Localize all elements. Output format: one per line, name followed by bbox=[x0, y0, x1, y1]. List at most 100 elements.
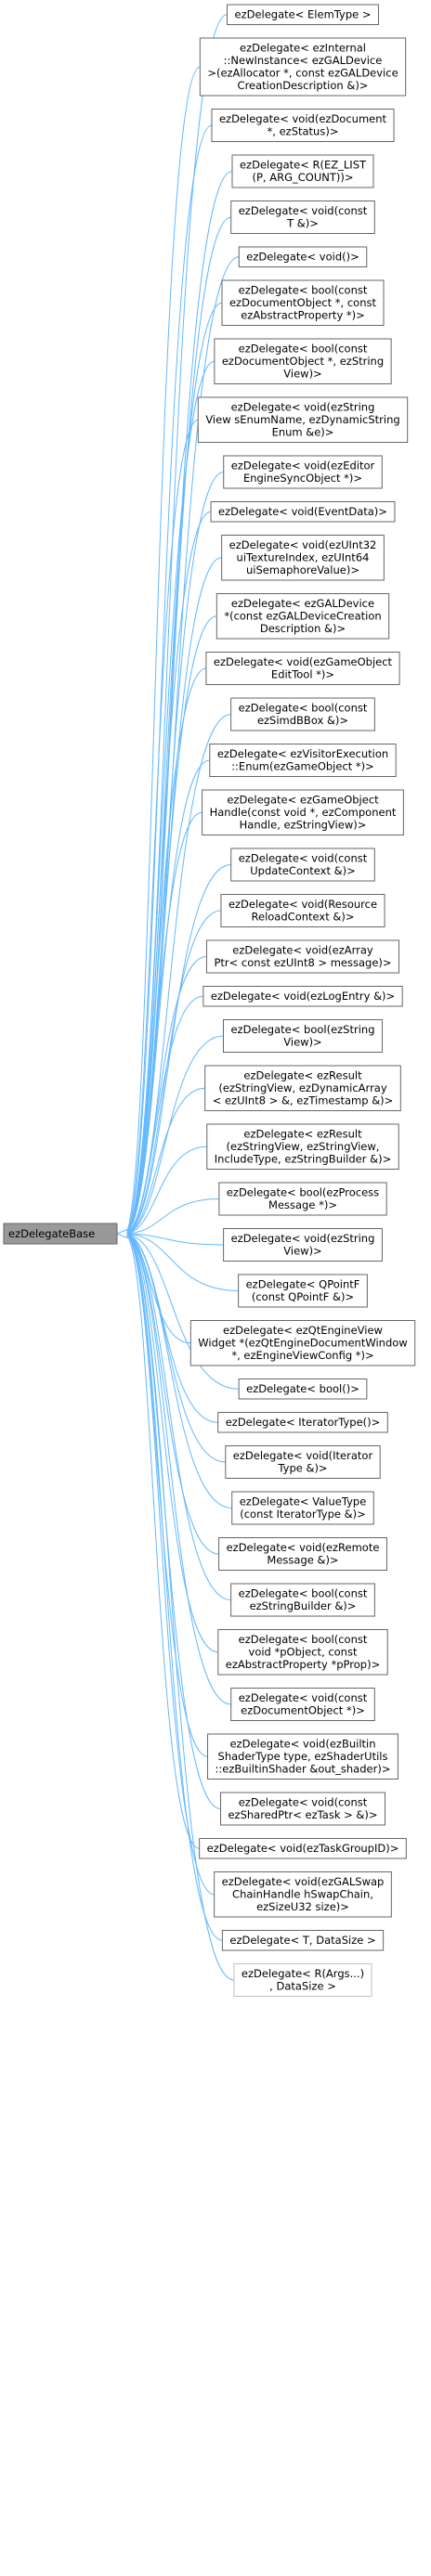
class-node-label-line: ezDelegate< void(ezLogEntry &)> bbox=[211, 990, 395, 1003]
class-node[interactable]: ezDelegate< IteratorType()> bbox=[217, 1412, 388, 1433]
class-node[interactable]: ezDelegate< bool(const ezSimdBBox &)> bbox=[230, 697, 375, 731]
class-node[interactable]: ezDelegate< ezGALDevice *(const ezGALDev… bbox=[216, 593, 390, 640]
inheritance-edge bbox=[124, 1233, 200, 1849]
class-node-box bbox=[230, 848, 375, 882]
class-node-label-line: ezDelegate< void(ezUInt32 bbox=[229, 538, 377, 551]
class-node[interactable]: ezDelegate< void(const ezSharedPtr< ezTa… bbox=[219, 1792, 386, 1826]
class-node[interactable]: ezDelegate< bool(ezStringView)> bbox=[222, 1019, 384, 1053]
class-node[interactable]: ezDelegate< ezResult(ezStringView, ezStr… bbox=[206, 1123, 399, 1170]
class-node-box bbox=[225, 1445, 381, 1479]
class-node[interactable]: ezDelegate< bool(const ezStringBuilder &… bbox=[230, 1583, 375, 1617]
inheritance-edge bbox=[124, 1233, 224, 1246]
class-node-box bbox=[199, 1838, 407, 1859]
class-node-box bbox=[238, 1274, 368, 1308]
inheritance-edge bbox=[124, 124, 213, 1235]
base-class-node: ezDelegateBase bbox=[3, 1223, 118, 1245]
class-node[interactable]: ezDelegate< void(IteratorType &)> bbox=[225, 1445, 381, 1479]
class-node-label-line: void *pObject, const bbox=[249, 1646, 358, 1659]
class-node-label-line: *, ezEngineViewConfig *)> bbox=[231, 1349, 373, 1362]
class-node-box bbox=[231, 1491, 374, 1525]
class-node-label-line: ezDelegate< ezResult bbox=[243, 1069, 362, 1082]
class-node[interactable]: ezDelegate< void(ezUInt32 uiTextureIndex… bbox=[221, 535, 385, 581]
class-node[interactable]: ezDelegate< ezVisitorExecution::Enum(ezG… bbox=[209, 744, 397, 777]
class-node-box bbox=[230, 201, 375, 234]
class-node[interactable]: ezDelegate< void(ezLogEntry &)> bbox=[202, 986, 403, 1007]
class-node[interactable]: ezDelegate< ValueType(const IteratorType… bbox=[231, 1491, 374, 1525]
class-node[interactable]: ezDelegate< void(const ezDocumentObject … bbox=[230, 1688, 375, 1721]
inheritance-edge bbox=[124, 995, 203, 1235]
class-node[interactable]: ezDelegate< void(ezTaskGroupID)> bbox=[199, 1838, 407, 1859]
inheritance-edges bbox=[115, 14, 240, 1981]
class-node-label-line: ezDelegate< ezQtEngineView bbox=[223, 1324, 383, 1337]
class-node-box bbox=[199, 37, 407, 97]
class-node-label-line: ezDelegate< bool(const bbox=[239, 343, 368, 356]
class-node-label-line: ezDelegate< bool(const bbox=[239, 1587, 368, 1600]
class-node[interactable]: ezDelegate< void(EventData)> bbox=[210, 501, 396, 523]
class-node-label-line: ezDelegate< ezResult bbox=[243, 1128, 362, 1141]
class-node-box bbox=[222, 1019, 384, 1053]
class-node[interactable]: ezDelegate< bool()> bbox=[238, 1379, 368, 1400]
class-node-box bbox=[202, 986, 403, 1007]
class-node[interactable]: ezDelegate< QPointF(const QPointF &)> bbox=[238, 1274, 368, 1308]
class-node[interactable]: ezDelegate< ezInternal::NewInstance< ezG… bbox=[199, 37, 407, 97]
class-node-label-line: *(const ezGALDeviceCreation bbox=[224, 610, 381, 623]
class-node-box bbox=[207, 1733, 398, 1780]
class-node-box bbox=[231, 154, 374, 188]
class-node[interactable]: ezDelegate< ElemType > bbox=[227, 4, 379, 25]
class-node-label-line: ::ezBuiltinShader &out_shader)> bbox=[216, 1763, 391, 1776]
class-node-label-line: ezDelegate< void(const bbox=[239, 204, 368, 217]
class-node[interactable]: ezDelegate< void()> bbox=[238, 246, 368, 267]
class-node[interactable]: ezDelegate< T, DataSize > bbox=[221, 1930, 385, 1951]
inheritance-edge bbox=[124, 759, 210, 1235]
class-node-label-line: , DataSize > bbox=[269, 1980, 336, 1993]
class-node[interactable]: ezDelegate< void(ezDocument *, ezStatus)… bbox=[211, 109, 395, 142]
class-node[interactable]: ezDelegate< R(EZ_LIST(P, ARG_COUNT))> bbox=[231, 154, 374, 188]
class-node[interactable]: ezDelegate< bool(const ezDocumentObject … bbox=[221, 279, 385, 326]
inheritance-edge bbox=[124, 1146, 207, 1235]
class-node-label-line: Handle, ezStringView)> bbox=[240, 819, 367, 832]
class-node-box bbox=[221, 535, 385, 581]
class-node[interactable]: ezDelegate< void(ezStringView)> bbox=[223, 1228, 383, 1262]
inheritance-edge bbox=[124, 1233, 232, 1508]
class-node-box bbox=[220, 894, 385, 927]
inheritance-edge bbox=[124, 1233, 219, 1555]
class-node-label-line: ezDelegate< ValueType bbox=[240, 1495, 367, 1508]
class-node-box bbox=[227, 4, 379, 25]
class-node[interactable]: ezDelegate< bool(const void *pObject, co… bbox=[217, 1629, 388, 1676]
class-node-label-line: uiTextureIndex, ezUInt64 bbox=[237, 551, 370, 564]
class-node-label-line: View sEnumName, ezDynamicString bbox=[205, 413, 399, 426]
class-node-box bbox=[223, 455, 383, 489]
class-node-box bbox=[218, 1537, 387, 1571]
class-node-label-line: uiSemaphoreValue)> bbox=[246, 563, 359, 576]
class-node[interactable]: ezDelegate< ezResult(ezStringView, ezDyn… bbox=[204, 1065, 401, 1111]
class-node-label-line: View)> bbox=[283, 1245, 321, 1258]
class-node-label-line: ezDelegate< ElemType > bbox=[235, 8, 372, 21]
class-node-label-line: ::NewInstance< ezGALDevice bbox=[224, 54, 383, 67]
class-node-label-line: Description &)> bbox=[260, 622, 346, 635]
class-node-label-line: < ezUInt8 > &, ezTimestamp &)> bbox=[213, 1094, 394, 1107]
class-node-label-line: ezDelegate< void(const bbox=[239, 1796, 368, 1809]
class-node[interactable]: ezDelegate< void(ezEditorEngineSyncObjec… bbox=[223, 455, 383, 489]
class-node-box bbox=[221, 1930, 385, 1951]
class-node-label-line: Handle(const void *, ezComponent bbox=[210, 806, 397, 819]
inheritance-edge bbox=[124, 1087, 205, 1235]
class-node[interactable]: ezDelegate< void(ezStringView sEnumName,… bbox=[197, 396, 409, 443]
class-node[interactable]: ezDelegate< void(const UpdateContext &)> bbox=[230, 848, 375, 882]
class-node[interactable]: ezDelegate< bool(const ezDocumentObject … bbox=[214, 338, 392, 384]
class-node-label-line: ezDelegate< bool(ezString bbox=[230, 1023, 374, 1036]
class-node-label-line: ezDelegate< QPointF bbox=[246, 1278, 360, 1291]
base-class-box bbox=[3, 1223, 118, 1245]
inheritance-edge bbox=[124, 1233, 234, 1981]
class-node-box bbox=[205, 652, 400, 685]
class-node[interactable]: ezDelegate< void(const T &)> bbox=[230, 201, 375, 234]
class-node-label-line: ezDelegate< void(const bbox=[239, 852, 368, 865]
